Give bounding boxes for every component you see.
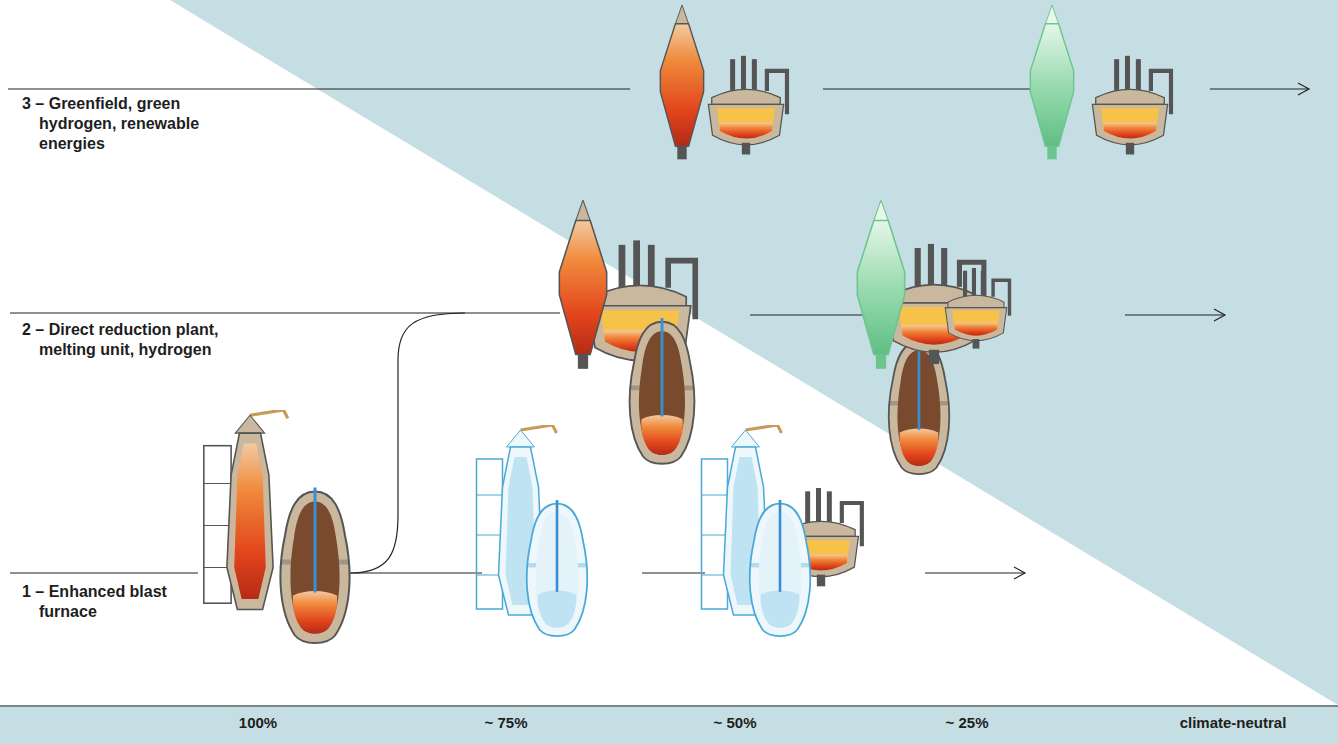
route-label: 2 – Direct reduction plant, melting unit… (22, 320, 239, 360)
axis-label: ~ 50% (710, 714, 761, 732)
axis-label: ~ 75% (481, 714, 532, 732)
axis-label: ~ 25% (942, 714, 993, 732)
axis-label: climate-neutral (1176, 714, 1291, 732)
route-label: 3 – Greenfield, green hydrogen, renewabl… (22, 94, 211, 154)
route-label: 1 – Enhanced blast furnace (22, 582, 214, 622)
axis-label: 100% (235, 714, 281, 732)
